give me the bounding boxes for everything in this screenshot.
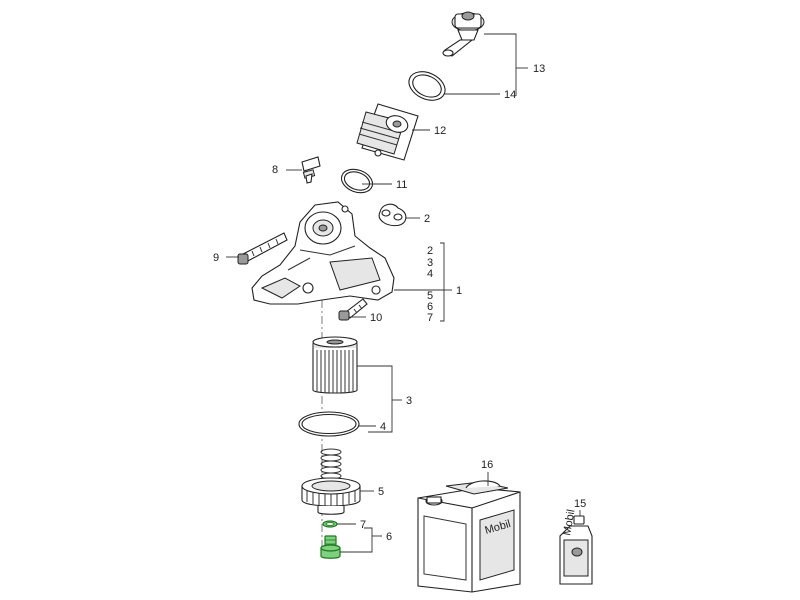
callout-12[interactable]: 12 xyxy=(434,125,446,137)
callout-8[interactable]: 8 xyxy=(272,164,278,176)
callout-group1-3[interactable]: 3 xyxy=(427,257,433,269)
part-10-short-bolt[interactable] xyxy=(338,298,368,321)
part-16-oil-canister[interactable]: Mobil xyxy=(417,480,521,593)
callout-3[interactable]: 3 xyxy=(406,395,412,407)
callout-10[interactable]: 10 xyxy=(370,312,382,324)
part-11-o-ring[interactable] xyxy=(338,165,376,197)
callout-numbers: 13 14 12 8 11 2 9 2 3 4 1 5 6 7 10 3 4 5… xyxy=(213,63,586,543)
callout-group1-2[interactable]: 2 xyxy=(427,245,433,257)
part-5-filter-cap[interactable] xyxy=(301,448,361,515)
callout-1[interactable]: 1 xyxy=(456,285,462,297)
callout-group1-4[interactable]: 4 xyxy=(427,268,433,280)
bottle-brand-label: Mobil xyxy=(561,509,577,537)
callout-11[interactable]: 11 xyxy=(396,179,407,191)
part-1-filter-housing[interactable] xyxy=(251,201,395,305)
part-6-drain-plug[interactable] xyxy=(320,535,341,559)
part-2-gasket[interactable] xyxy=(378,203,407,227)
callout-5[interactable]: 5 xyxy=(378,486,384,498)
callout-4[interactable]: 4 xyxy=(380,421,386,433)
callout-15[interactable]: 15 xyxy=(574,498,586,510)
callout-7[interactable]: 7 xyxy=(360,519,366,531)
part-13-bolt[interactable] xyxy=(442,11,485,57)
leader-lines xyxy=(226,33,581,553)
part-12-heat-exchanger[interactable] xyxy=(356,103,419,161)
part-9-long-bolt[interactable] xyxy=(237,232,288,265)
callout-group1-5[interactable]: 5 xyxy=(427,290,433,302)
callout-16[interactable]: 16 xyxy=(481,459,493,471)
part-4-large-seal-ring[interactable] xyxy=(298,411,360,437)
callout-group1-7[interactable]: 7 xyxy=(427,312,433,324)
callout-14[interactable]: 14 xyxy=(504,89,516,101)
part-7-small-o-ring[interactable] xyxy=(322,520,338,528)
part-14-seal-ring[interactable] xyxy=(404,66,449,106)
part-3-filter-element[interactable] xyxy=(312,336,358,394)
callout-2[interactable]: 2 xyxy=(424,213,430,225)
callout-group1-6[interactable]: 6 xyxy=(427,301,433,313)
callout-13[interactable]: 13 xyxy=(533,63,545,75)
part-15-oil-bottle[interactable]: Mobil xyxy=(559,509,593,585)
callout-9[interactable]: 9 xyxy=(213,252,219,264)
callout-6[interactable]: 6 xyxy=(386,531,392,543)
part-8-sensor[interactable] xyxy=(301,156,321,184)
